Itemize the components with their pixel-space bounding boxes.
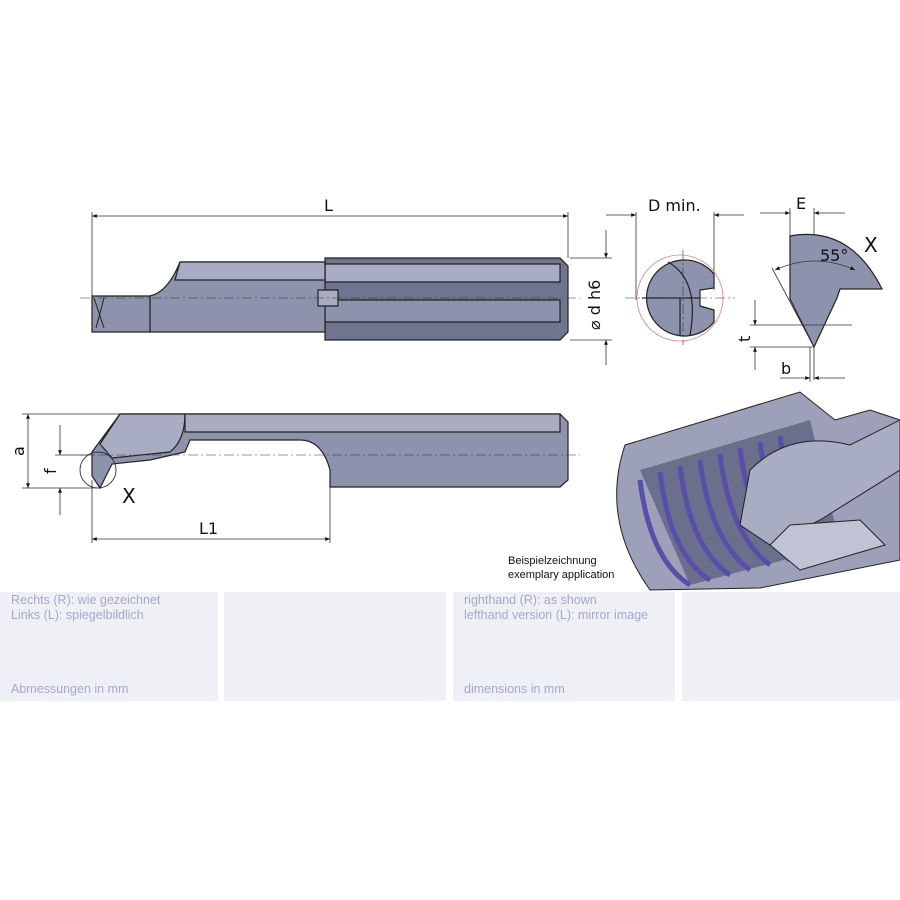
dim-label-L: L	[324, 196, 333, 215]
detail-label-X: X	[864, 233, 878, 257]
footer-panel-blank-2	[682, 592, 900, 701]
detail-X: E 55° X t b	[735, 194, 883, 382]
footer-panel-de: Rechts (R): wie gezeichnet Links (L): sp…	[0, 592, 218, 701]
angle-label-55: 55°	[820, 246, 848, 265]
marker-label-X: X	[122, 484, 136, 508]
dim-label-f: f	[41, 468, 60, 474]
example-application-illustration: Beispielzeichnung exemplary application	[508, 391, 900, 591]
example-caption-de: Beispielzeichnung	[508, 555, 597, 567]
footer-de-units: Abmessungen in mm	[11, 682, 129, 696]
tool-end-view: D min.	[606, 196, 744, 345]
footer-de-line1: Rechts (R): wie gezeichnet	[11, 593, 161, 607]
footer-panel-en: righthand (R): as shown lefthand version…	[453, 592, 675, 701]
technical-drawing: L ⌀ d h6 D min. E	[9, 194, 900, 591]
dim-label-a: a	[9, 446, 28, 456]
dim-label-E: E	[796, 194, 806, 213]
dim-label-b: b	[781, 359, 791, 378]
tool-side-view-bottom: X a f L1	[9, 413, 580, 543]
example-caption-en: exemplary application	[508, 569, 614, 581]
tool-side-view-top: L ⌀ d h6	[80, 196, 612, 365]
footer-panel-blank-1	[224, 592, 446, 701]
dim-label-L1: L1	[199, 519, 218, 538]
dim-label-d-h6: ⌀ d h6	[585, 280, 604, 330]
footer-en-units: dimensions in mm	[464, 682, 565, 696]
dim-label-D-min: D min.	[648, 196, 701, 215]
footer-en-line1: righthand (R): as shown	[464, 593, 597, 607]
footer-de-line2: Links (L): spiegelbildlich	[11, 608, 144, 622]
dim-label-t: t	[735, 336, 754, 342]
footer-en-line2: lefthand version (L): mirror image	[464, 608, 649, 622]
